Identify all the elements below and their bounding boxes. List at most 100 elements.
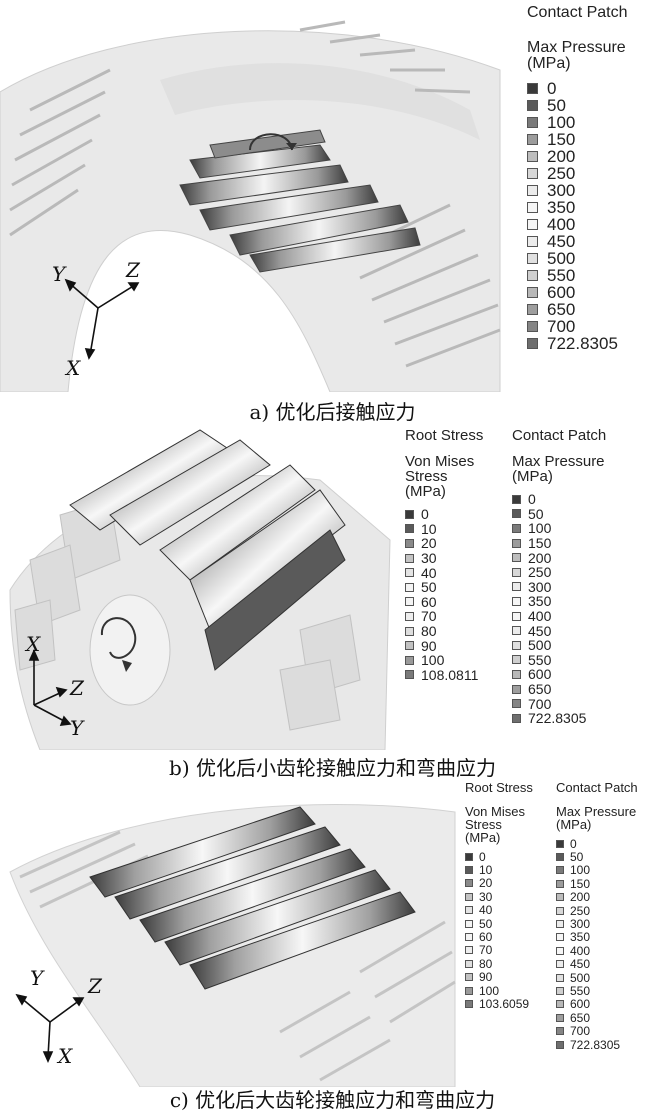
legend-swatch (556, 879, 564, 888)
legend-value: 200 (570, 890, 591, 905)
legend-value: 550 (547, 265, 576, 285)
legend-swatch (556, 933, 564, 942)
legend-item: 80 (465, 957, 533, 971)
legend-item: 650 (512, 681, 606, 697)
legend-item: 550 (527, 265, 628, 285)
gear-render-c (9, 804, 456, 1087)
legend-swatch (512, 494, 521, 504)
legend-item: 400 (527, 214, 628, 234)
legend-item: 550 (512, 652, 606, 668)
legend-value: 722.8305 (547, 333, 618, 353)
legend-value: 0 (570, 836, 577, 851)
legend-swatch (512, 699, 521, 709)
legend-item: 200 (527, 147, 628, 166)
legend-swatch (512, 640, 521, 650)
legend-value: 500 (570, 970, 591, 985)
legend-value: 600 (570, 997, 591, 1012)
legend-value: 400 (547, 214, 576, 234)
legend-item: 350 (527, 197, 628, 217)
legend-swatch (556, 1000, 564, 1009)
legend-item: 722.8305 (527, 333, 628, 353)
legend-swatch (556, 946, 564, 955)
caption-a: a) 优化后接触应力 (249, 400, 416, 424)
legend-value: 40 (421, 564, 437, 581)
legend-swatch (527, 202, 538, 213)
legend-swatch (405, 553, 414, 563)
legend-value: 500 (528, 637, 552, 654)
legend-item: 250 (556, 903, 638, 918)
legend-swatch (556, 1040, 564, 1049)
legend-value: 200 (528, 549, 552, 566)
legend-swatch (527, 168, 538, 179)
legend-swatch (527, 321, 538, 332)
legend-value: 350 (547, 197, 576, 217)
legend-item: 50 (405, 579, 483, 596)
legend-swatch (527, 304, 538, 315)
legend-value: 250 (570, 903, 591, 918)
legend-value: 650 (547, 299, 576, 319)
legend-swatch (512, 523, 521, 533)
legend-item: 70 (465, 943, 533, 958)
legend-value: 450 (547, 231, 576, 251)
contact-patches-c (89, 806, 416, 990)
legend-item: 10 (465, 863, 533, 878)
legend-value: 10 (479, 863, 493, 878)
legend-item: 650 (556, 1011, 638, 1025)
legend-item: 50 (556, 850, 638, 864)
legend-item: 350 (556, 930, 638, 944)
legend-item: 100 (527, 113, 628, 132)
legend-item: 450 (512, 623, 606, 639)
legend-swatch (512, 655, 521, 665)
legend-item: 200 (556, 890, 638, 905)
legend-swatch (527, 270, 538, 281)
legend-item: 100 (556, 863, 638, 877)
legend-value: 700 (528, 695, 552, 712)
figure-panel-b: X Z Y Root Stress Von Mises Stress (MPa)… (0, 420, 665, 780)
axis-triad-a (64, 278, 140, 360)
legend-value: 150 (570, 876, 591, 891)
legend-swatch (556, 960, 564, 969)
legend-value: 300 (547, 180, 576, 200)
legend-value: 300 (528, 578, 552, 595)
legend-swatch (512, 626, 521, 636)
legend-subtitle: Von Mises Stress (MPa) (465, 804, 525, 845)
legend-value: 50 (421, 579, 437, 596)
legend-value: 0 (421, 506, 429, 523)
axis-triad-c (15, 993, 85, 1063)
legend-item: 650 (527, 299, 628, 319)
legend-subtitle: Max Pressure (MPa) (512, 453, 605, 485)
legend-item: 600 (556, 997, 638, 1012)
legend-subtitle: Max Pressure (MPa) (556, 804, 637, 832)
legend-item: 90 (465, 970, 533, 984)
legend-item: 50 (527, 96, 628, 115)
legend-value: 108.0811 (421, 666, 479, 683)
legend-swatch (512, 669, 521, 679)
legend-value: 20 (421, 535, 437, 552)
legend-value: 400 (528, 608, 552, 625)
legend-swatch (556, 1013, 564, 1022)
legend-value: 70 (421, 608, 437, 625)
legend-item: 20 (465, 876, 533, 890)
legend-value: 0 (547, 78, 557, 98)
legend-value: 70 (479, 943, 493, 958)
legend-item: 400 (556, 944, 638, 958)
legend-item: 700 (556, 1024, 638, 1038)
legend-value: 722.8305 (528, 710, 587, 727)
legend-value: 600 (547, 282, 576, 302)
legend-item: 50 (465, 917, 533, 931)
legend-item: 450 (556, 957, 638, 971)
legend-value: 600 (528, 666, 552, 683)
axis-label-x: X (26, 632, 41, 656)
legend-value: 80 (421, 623, 437, 640)
legend-value: 10 (421, 520, 437, 537)
legend-title: Contact Patch (527, 4, 628, 21)
legend-swatch (465, 933, 473, 942)
legend-swatch (556, 1027, 564, 1036)
legend-swatch (512, 596, 521, 606)
legend-item: 50 (512, 506, 606, 522)
legend-swatch (556, 893, 564, 902)
